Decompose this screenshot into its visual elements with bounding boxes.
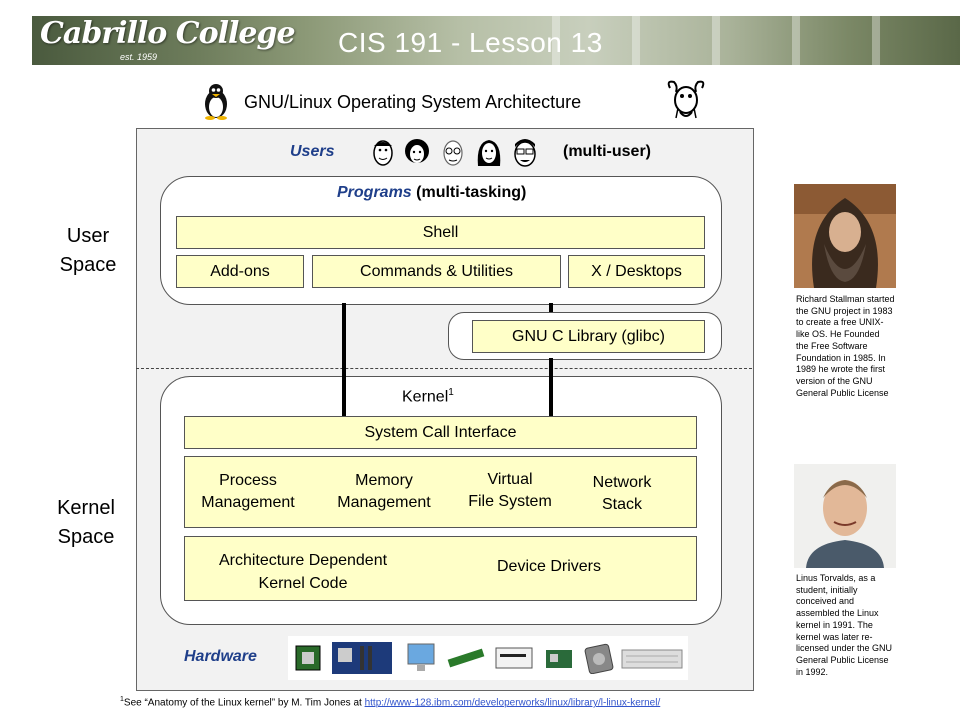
footnote: 1See “Anatomy of the Linux kernel” by M.…: [120, 696, 660, 708]
shell-to-syscall-line: [342, 303, 346, 416]
header-banner: [32, 16, 960, 65]
process-management-line1: Process: [219, 472, 277, 489]
torvalds-caption-line: kernel was later re-: [796, 631, 873, 642]
user-face-icon: [405, 139, 429, 163]
torvalds-caption-line: assembled the Linux: [796, 608, 879, 619]
virtual-file-system-line1: Virtual: [487, 471, 533, 488]
network-stack-line1: Network: [592, 474, 652, 491]
torvalds-caption-line: kernel in 1991. The: [796, 619, 873, 630]
arch-dependent-line1: Architecture Dependent: [218, 552, 388, 569]
cpu-chip-icon: [295, 645, 321, 671]
x-desktops-box: X / Desktops: [568, 255, 705, 288]
network-stack: Network Stack: [560, 472, 684, 516]
commands-utilities-box: Commands & Utilities: [312, 255, 561, 288]
torvalds-caption-line: Linus Torvalds, as a: [796, 573, 876, 583]
stallman-caption-line: Foundation in 1985. In: [796, 352, 886, 363]
shell-box: Shell: [176, 216, 705, 249]
programs-label: Programs: [337, 184, 412, 201]
page-subtitle: GNU/Linux Operating System Architecture: [244, 92, 582, 112]
multi-user-note: (multi-user): [563, 143, 651, 160]
expansion-card-icon: [546, 650, 572, 668]
hardware-images: [288, 636, 688, 680]
lesson-title: CIS 191 - Lesson 13: [338, 27, 603, 58]
torvalds-caption-line: in 1992.: [796, 666, 829, 677]
optical-drive-icon: [495, 647, 533, 669]
college-logo: Cabrillo College: [40, 16, 296, 51]
arch-dependent-code: Architecture Dependent Kernel Code: [194, 549, 412, 595]
system-call-interface-box: System Call Interface: [184, 416, 697, 449]
user-space-line1: User: [66, 225, 110, 247]
college-logo-est: est. 1959: [120, 52, 158, 62]
stallman-portrait: [794, 184, 896, 288]
stallman-caption-line: 1989 he wrote the first: [796, 364, 886, 375]
footnote-text: See “Anatomy of the Linux kernel” by M. …: [123, 697, 365, 709]
gnu-head-icon: [667, 80, 705, 119]
process-management: Process Management: [186, 470, 310, 514]
torvalds-caption: Linus Torvalds, as a student, initially …: [796, 573, 926, 678]
stallman-caption-line: the GNU project in 1983: [796, 305, 893, 316]
kernel-heading: Kernel1: [402, 387, 454, 406]
footnote-link[interactable]: http://www-128.ibm.com/developerworks/li…: [364, 697, 661, 709]
memory-management-line1: Memory: [355, 472, 413, 489]
stallman-caption-line: Richard Stallman started: [796, 294, 895, 304]
user-space-line2: Space: [59, 254, 117, 276]
torvalds-caption-line: conceived and: [796, 596, 855, 607]
hardware-label: Hardware: [184, 648, 257, 665]
torvalds-caption-line: licensed under the GNU: [796, 643, 893, 654]
stallman-caption-line: like OS. He Founded: [796, 329, 880, 340]
stallman-caption: Richard Stallman started the GNU project…: [796, 294, 926, 399]
process-management-line2: Management: [201, 494, 295, 511]
memory-management-line2: Management: [337, 494, 431, 511]
user-faces: [370, 138, 545, 170]
memory-management: Memory Management: [322, 470, 446, 514]
programs-heading: Programs (multi-tasking): [337, 184, 526, 202]
user-face-icon: [514, 139, 536, 167]
memory-module-icon: [447, 648, 485, 668]
users-label: Users: [290, 143, 335, 160]
user-face-icon: [373, 140, 393, 166]
addons-box: Add-ons: [176, 255, 304, 288]
motherboard-icon: [332, 642, 392, 674]
torvalds-caption-line: student, initially: [796, 584, 858, 595]
programs-note: (multi-tasking): [416, 184, 527, 201]
arch-drivers-box: [184, 536, 697, 601]
kernel-space-line1: Kernel: [57, 497, 115, 519]
kernel-space-label: Kernel Space: [46, 494, 126, 552]
keyboard-icon: [621, 649, 683, 669]
device-drivers: Device Drivers: [496, 558, 601, 575]
user-space-label: User Space: [50, 222, 126, 280]
footnote-mark: 1: [120, 696, 124, 703]
user-face-icon: [477, 140, 501, 166]
programs-to-glibc-line: [549, 303, 553, 312]
torvalds-portrait: [794, 464, 896, 568]
user-kernel-divider: [136, 368, 752, 369]
stallman-caption-line: the Free Software: [796, 340, 868, 351]
arch-dependent-line2: Kernel Code: [258, 575, 348, 592]
virtual-file-system-line2: File System: [468, 493, 552, 510]
glibc-to-syscall-line: [549, 358, 553, 416]
stallman-caption-line: version of the GNU: [796, 375, 873, 386]
kernel-subsystems-box: [184, 456, 697, 528]
stallman-caption-line: General Public License: [796, 387, 889, 398]
torvalds-caption-line: General Public License: [796, 654, 889, 665]
kernel-footnote-mark: 1: [448, 387, 454, 398]
stallman-caption-line: to create a free UNIX-: [796, 317, 884, 328]
virtual-file-system: Virtual File System: [448, 469, 572, 513]
hard-disk-icon: [584, 643, 614, 674]
kernel-label: Kernel: [402, 388, 449, 406]
glibc-box: GNU C Library (glibc): [472, 320, 705, 353]
tux-penguin-icon: [205, 84, 227, 120]
user-face-icon: [443, 140, 463, 166]
network-stack-line2: Stack: [601, 496, 642, 513]
kernel-space-line2: Space: [57, 526, 115, 548]
monitor-icon: [407, 643, 435, 671]
